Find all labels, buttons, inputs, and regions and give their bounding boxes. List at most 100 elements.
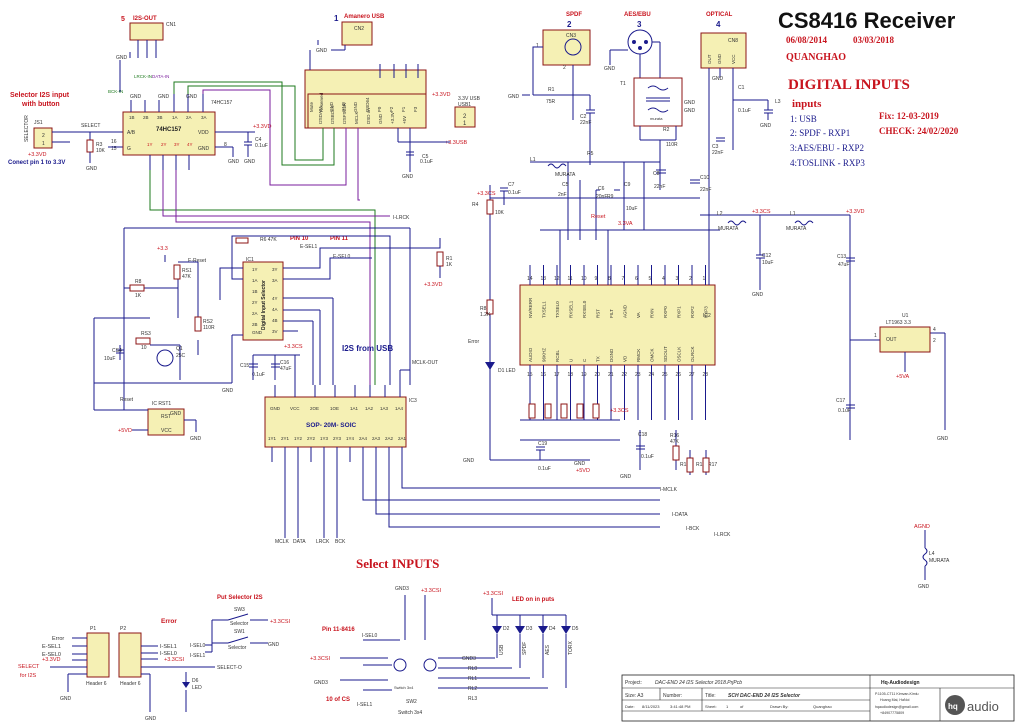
svg-text:0.1uF: 0.1uF xyxy=(255,143,268,149)
svg-text:R1: R1 xyxy=(548,87,555,93)
cn1-ref: CN1 xyxy=(166,22,176,28)
u1-pin2: 2 xyxy=(933,338,936,344)
fix-date: Fix: 12-03-2019 xyxy=(879,111,939,121)
ic2-top-pin-label: TXSEL0 xyxy=(555,301,560,318)
title-block: Project: DAC-END 24 I2S Selector 2018.Pr… xyxy=(621,674,1015,722)
p1-esel1: E-SEL1 xyxy=(42,644,61,650)
pin-gnd: GND xyxy=(198,146,210,152)
ic2-top-pin-label: RXSEL0 xyxy=(582,300,587,318)
net-l1: L1 xyxy=(530,157,536,163)
svg-text:CS4: CS4 xyxy=(112,348,122,354)
svg-text:C5: C5 xyxy=(422,154,429,160)
sw2-isel1: I-SEL1 xyxy=(357,702,373,708)
svg-text:GND: GND xyxy=(684,108,696,114)
pin10-label: PIN 10 xyxy=(290,236,309,242)
svg-text:GND: GND xyxy=(268,642,280,648)
svg-text:1A: 1A xyxy=(252,278,258,283)
svg-text:GND: GND xyxy=(918,584,930,590)
connect-note: Conect pin 1 to 3.3V xyxy=(8,160,65,166)
author: QUANGHAO xyxy=(786,52,846,63)
sw3-selector: Selector xyxy=(230,621,249,627)
svg-text:2Y: 2Y xyxy=(161,142,167,147)
pin11-label: PIN 11 xyxy=(330,236,349,242)
ic2-bot-pin-label: RMCK xyxy=(636,349,641,362)
svg-text:C12: C12 xyxy=(762,253,771,259)
svg-text:3V: 3V xyxy=(272,329,278,334)
svg-text:R17: R17 xyxy=(708,462,717,468)
ic2-bot-pin-label: VD xyxy=(623,355,628,362)
p1-select: SELECT xyxy=(18,664,40,670)
input-item-usb: 1: USB xyxy=(790,114,817,124)
net-3v3usb: +3.3USB xyxy=(445,140,467,146)
aes-title: AES/EBU xyxy=(624,12,651,18)
pin-ab: A/B xyxy=(127,130,136,136)
u1-ref: U1 xyxy=(902,313,909,319)
svg-text:0.1uF: 0.1uF xyxy=(538,466,551,472)
led-label: SPDF xyxy=(522,642,528,655)
tb-email: hqaudiodesign@gmail.com xyxy=(875,705,918,709)
svg-text:F3: F3 xyxy=(413,106,418,112)
p2-ref: P2 xyxy=(120,626,126,632)
svg-text:3Y: 3Y xyxy=(174,142,180,147)
selector-rot-label: SELECTOR xyxy=(24,115,30,142)
svg-text:I2SBCLK: I2SBCLK xyxy=(330,105,335,124)
led-icon xyxy=(492,626,502,634)
svg-text:20nF: 20nF xyxy=(596,194,607,200)
svg-text:1Y3: 1Y3 xyxy=(320,436,329,441)
74hc157-label: 74HC157 xyxy=(156,127,182,133)
opt-ref: CN8 xyxy=(728,38,738,44)
svg-text:3.3V USB: 3.3V USB xyxy=(458,96,481,102)
tb-drawn-label: Drawn By: xyxy=(770,704,788,709)
rl3: RL3 xyxy=(468,696,477,702)
tb-addr1: P.1105-CT11 Kimvan-Kimlu xyxy=(875,692,919,696)
pin11-8416: Pin 11-8416 xyxy=(322,627,355,633)
svg-text:C2: C2 xyxy=(580,114,587,120)
svg-text:0.1uF: 0.1uF xyxy=(252,372,265,378)
svg-text:R5: R5 xyxy=(587,151,594,157)
svg-text:2Y3: 2Y3 xyxy=(333,436,342,441)
svg-text:1Y4: 1Y4 xyxy=(346,436,355,441)
svg-text:2A: 2A xyxy=(186,115,192,120)
ic2-top-pin-number: 6 xyxy=(635,276,638,282)
net-agnd: AGND xyxy=(914,524,930,530)
i2s-from-usb: I2S from USB xyxy=(342,344,393,353)
p2-3v3csi: +3.3CSI xyxy=(164,657,184,663)
d6-led: LED xyxy=(192,685,202,691)
svg-text:GND: GND xyxy=(158,94,170,100)
svg-text:10uF: 10uF xyxy=(104,356,115,362)
sw2-isel0: I-SEL0 xyxy=(362,633,378,639)
error-title: Error xyxy=(161,618,177,625)
svg-text:+3.3VD: +3.3VD xyxy=(432,92,451,98)
svg-text:1Y2: 1Y2 xyxy=(294,436,303,441)
net-5va: +5VA xyxy=(896,374,910,380)
selector-note-1: Selector I2S input xyxy=(10,92,70,99)
ic2-top-pin-number: 5 xyxy=(649,276,652,282)
svg-text:R4: R4 xyxy=(472,202,479,208)
p2-isel1: I-SEL1 xyxy=(160,644,177,650)
r3-value: 10K xyxy=(96,148,106,154)
led-ref: D3 xyxy=(526,626,533,632)
svg-text:D1 LED: D1 LED xyxy=(498,368,516,374)
svg-text:10uF: 10uF xyxy=(762,260,773,266)
ic2-top-pin-label: RXSEL1 xyxy=(569,300,574,318)
svg-text:C17: C17 xyxy=(836,398,845,404)
svg-text:L1: L1 xyxy=(790,211,796,217)
svg-text:47K: 47K xyxy=(670,439,680,445)
svg-text:GND: GND xyxy=(60,696,72,702)
svg-text:2: 2 xyxy=(563,65,566,71)
connector-cn2-amanero: 1 Amanero USB CN2 GND xyxy=(316,14,385,54)
led-label: USB xyxy=(499,644,505,655)
svg-text:+3.3CSI: +3.3CSI xyxy=(483,591,503,597)
svg-text:0.1uF: 0.1uF xyxy=(838,408,851,414)
svg-text:R2: R2 xyxy=(663,127,670,133)
svg-text:22nF: 22nF xyxy=(712,150,723,156)
svg-text:GND: GND xyxy=(252,330,263,335)
tb-sheet-label: Sheet: xyxy=(705,704,717,709)
net-i-lrck: I-LRCK xyxy=(393,215,410,221)
ic2-top-pin-label: VA xyxy=(636,312,641,318)
tb-project-label: Project: xyxy=(625,680,642,686)
svg-text:GND: GND xyxy=(270,406,281,411)
svg-text:22nF: 22nF xyxy=(580,120,591,126)
